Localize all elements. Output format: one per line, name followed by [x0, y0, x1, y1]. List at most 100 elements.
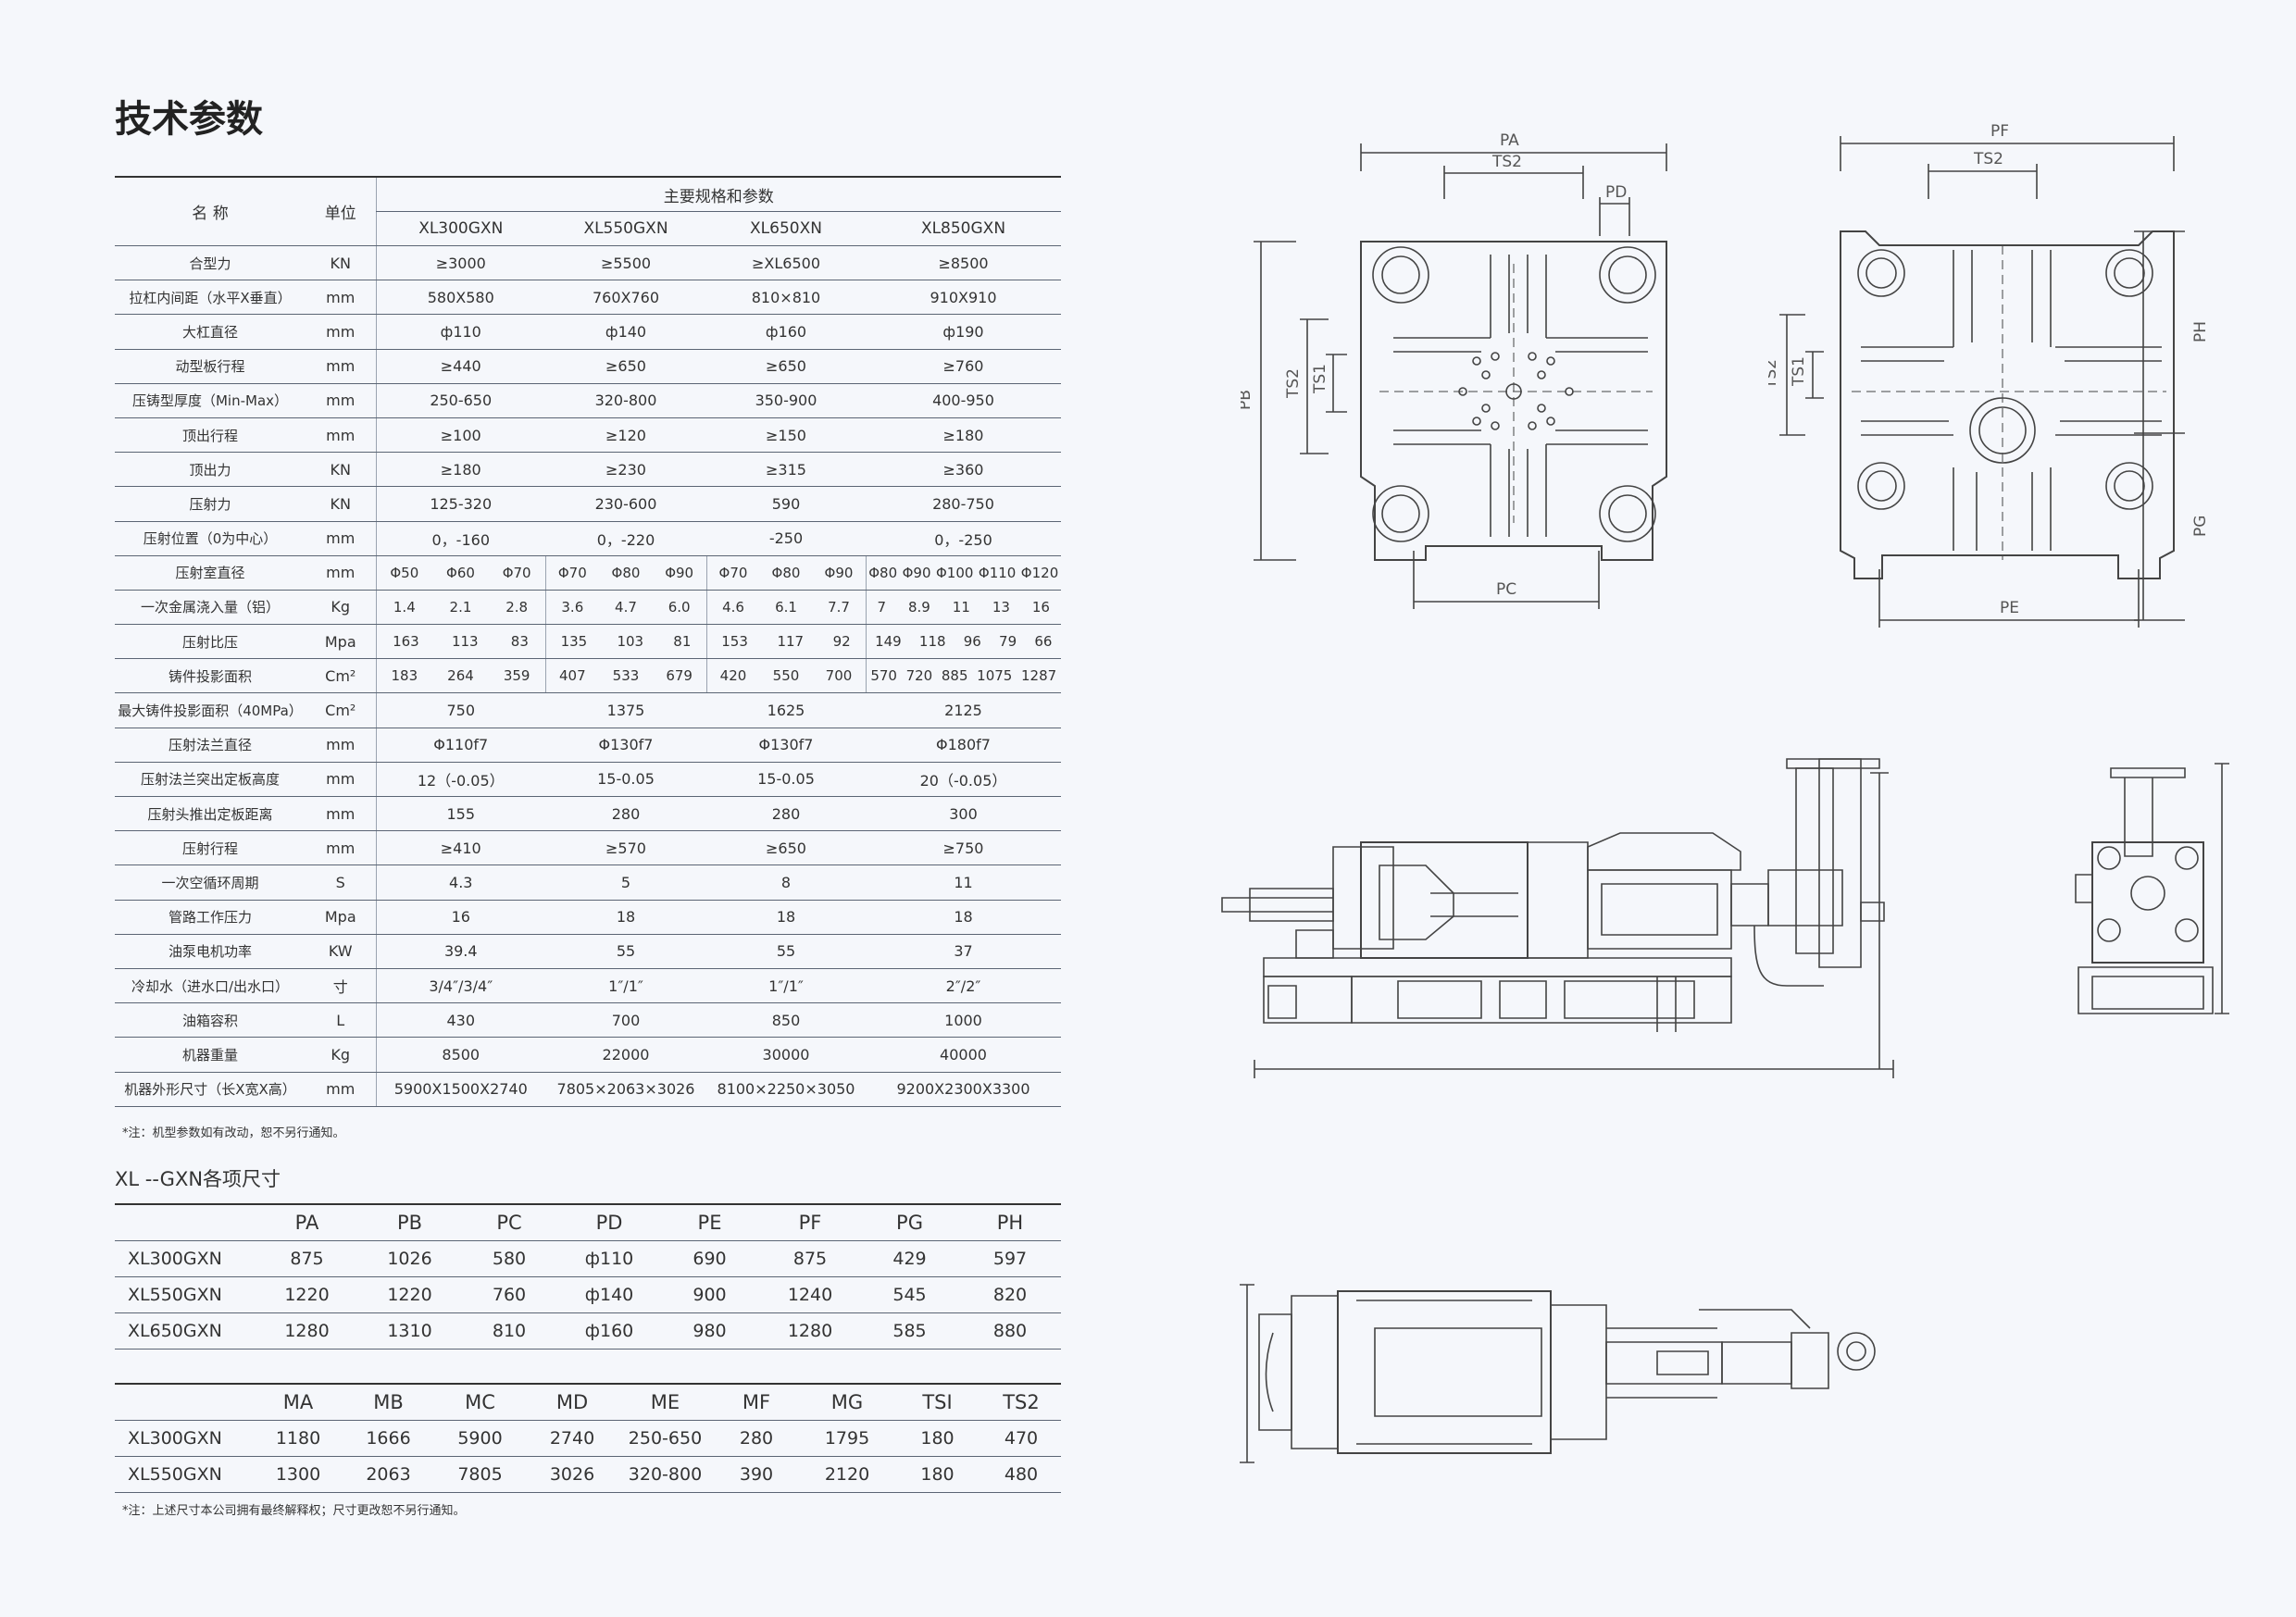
spec-value: 359 — [503, 667, 530, 685]
spec-value: 400-950 — [866, 383, 1061, 418]
param-unit: Kg — [306, 590, 376, 626]
spec-value: 280 — [545, 796, 706, 832]
dims-header: MF — [712, 1383, 801, 1421]
spec-value: Φ90 — [824, 564, 854, 581]
dims-value: ф160 — [559, 1312, 659, 1350]
param-unit: mm — [306, 314, 376, 350]
spec-value: 1287 — [1020, 667, 1057, 685]
spec-value: 103 — [617, 633, 644, 651]
param-unit: Mpa — [306, 624, 376, 660]
param-unit: mm — [306, 521, 376, 556]
spec-value: 679 — [666, 667, 693, 685]
spec-value: ≥410 — [375, 830, 545, 866]
dims-value: 545 — [860, 1276, 959, 1313]
spec-value: Φ90 — [902, 564, 931, 581]
spec-value: 2125 — [866, 692, 1061, 728]
param-unit: mm — [306, 280, 376, 316]
spec-value: 118 — [918, 633, 946, 651]
param-unit: Cm² — [306, 692, 376, 728]
spec-value: 6.1 — [775, 598, 797, 616]
param-name: 一次金属浇入量（铝） — [115, 590, 306, 626]
spec-value: 155 — [375, 796, 545, 832]
param-unit: Mpa — [306, 900, 376, 935]
dims-header: MB — [343, 1383, 434, 1421]
spec-value: Φ50 — [390, 564, 419, 581]
dims-value: 1300 — [254, 1456, 343, 1493]
spec-value: 4.7 — [615, 598, 637, 616]
spec-value: 1075 — [977, 667, 1013, 685]
dims-header: MD — [526, 1383, 618, 1421]
dims-header: TSI — [893, 1383, 981, 1421]
param-unit: S — [306, 864, 376, 901]
spec-value: 15-0.05 — [545, 762, 706, 798]
dims-header: PB — [360, 1203, 459, 1241]
spec-value: 533 — [612, 667, 640, 685]
spec-value: 7.7 — [828, 598, 850, 616]
spec-value: 55 — [706, 934, 866, 969]
spec-value: Φ60 — [446, 564, 475, 581]
dims-value: 880 — [959, 1312, 1061, 1350]
label-pa: PA — [1500, 131, 1519, 150]
dims-value: ф140 — [559, 1276, 659, 1313]
spec-value: 250-650 — [375, 383, 545, 418]
spec-value: 22000 — [545, 1037, 706, 1073]
param-name: 压射行程 — [115, 830, 306, 866]
dims-header: PA — [254, 1203, 360, 1241]
spec-value: 39.4 — [375, 934, 545, 969]
label-ts1: TS1 — [1311, 364, 1329, 394]
dims-header: MA — [254, 1383, 343, 1421]
label-ts2-side: TS2 — [1768, 359, 1780, 390]
spec-value: Φ100 — [935, 564, 974, 581]
dims-value: 585 — [860, 1312, 959, 1350]
param-name: 铸件投影面积 — [115, 658, 306, 694]
spec-value: 15-0.05 — [706, 762, 866, 798]
dims-value: 250-650 — [618, 1420, 712, 1457]
spec-value: ≥150 — [706, 417, 866, 454]
param-name: 一次空循环周期 — [115, 864, 306, 901]
spec-value: 550 — [772, 667, 800, 685]
param-name: 管路工作压力 — [115, 900, 306, 935]
spec-value: ≥315 — [706, 452, 866, 488]
spec-value: 81 — [673, 633, 692, 651]
spec-value: 20（-0.05） — [866, 762, 1061, 798]
param-name: 油泵电机功率 — [115, 934, 306, 969]
spec-value: 750 — [375, 692, 545, 728]
spec-value: Φ110 — [978, 564, 1017, 581]
spec-value: -250 — [706, 521, 866, 556]
spec-value: 163 — [393, 633, 419, 651]
spec-value: 320-800 — [545, 383, 706, 418]
spec-value: 66 — [1034, 633, 1053, 651]
dims-value: 580 — [459, 1240, 559, 1277]
dims-value: 1280 — [760, 1312, 860, 1350]
label-pb: PB — [1241, 390, 1254, 410]
spec-value: 1625 — [706, 692, 866, 728]
label-pe: PE — [2000, 599, 2019, 617]
dims-value: 875 — [760, 1240, 860, 1277]
spec-value: 300 — [866, 796, 1061, 832]
param-name: 压射力 — [115, 486, 306, 522]
spec-value: 810×810 — [706, 280, 866, 316]
dims-value: 429 — [860, 1240, 959, 1277]
param-name: 机器重量 — [115, 1037, 306, 1073]
param-unit: KW — [306, 934, 376, 969]
dims-value: 2063 — [343, 1456, 434, 1493]
